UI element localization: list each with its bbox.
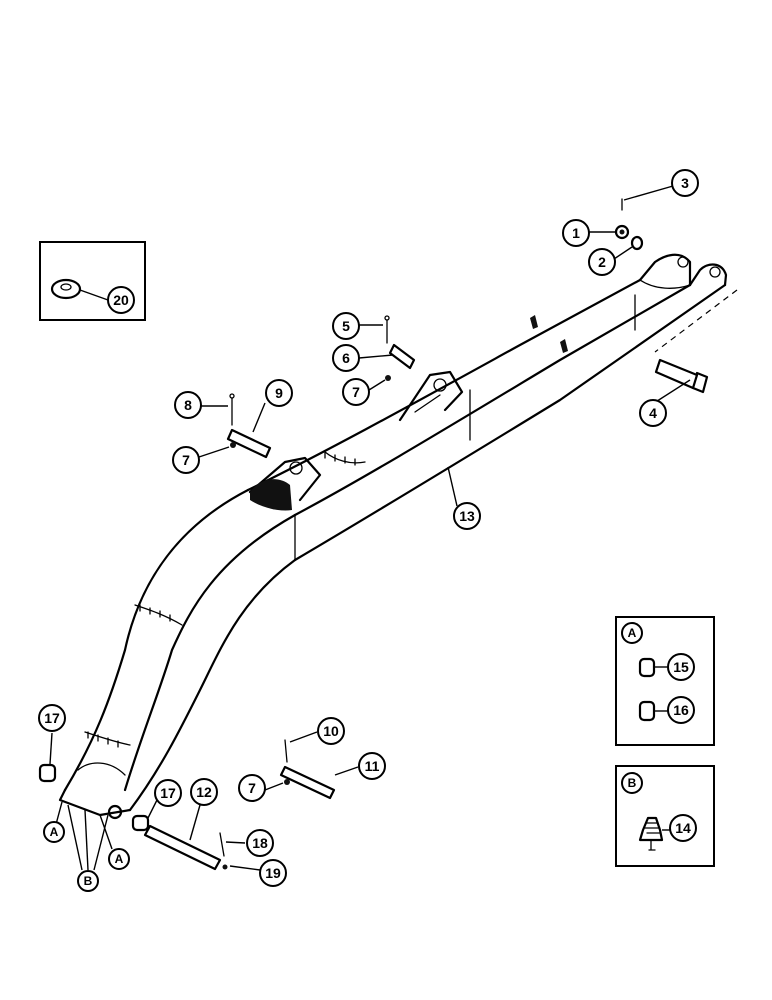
part-6-pin [388, 343, 416, 370]
callout-17b: 17 [154, 779, 182, 807]
callout-12: 12 [190, 778, 218, 806]
svg-text:2: 2 [598, 254, 606, 270]
svg-text:B: B [628, 776, 637, 790]
callout-1: 1 [562, 219, 590, 247]
part-11-pin [279, 765, 336, 800]
svg-text:3: 3 [681, 175, 689, 191]
part-5-bolt [384, 315, 390, 344]
part-2-washer [630, 235, 644, 251]
callout-20: 20 [107, 286, 135, 314]
callout-8: 8 [174, 391, 202, 419]
part-4-pin [654, 358, 709, 394]
part-7a-grease [385, 375, 391, 381]
zone-label-a-right: A [108, 848, 130, 870]
svg-text:5: 5 [342, 318, 350, 334]
boom [58, 253, 728, 820]
svg-text:16: 16 [673, 702, 689, 718]
svg-text:8: 8 [184, 397, 192, 413]
part-17b-bushing [131, 814, 150, 832]
svg-text:19: 19 [265, 865, 281, 881]
part-7c-grease [284, 779, 290, 785]
svg-text:10: 10 [323, 723, 339, 739]
callout-18: 18 [246, 829, 274, 857]
callout-6: 6 [332, 344, 360, 372]
svg-text:1: 1 [572, 225, 580, 241]
svg-text:7: 7 [352, 384, 360, 400]
detail-a-label: A [621, 622, 643, 644]
part-7b-grease [230, 442, 236, 448]
detail-b-label: B [621, 772, 643, 794]
detail-box-b [615, 765, 715, 867]
part-8-bolt [229, 393, 235, 426]
callout-7b: 7 [172, 446, 200, 474]
callout-7c: 7 [238, 774, 266, 802]
callout-5: 5 [332, 312, 360, 340]
part-19-nut [222, 864, 228, 870]
zone-label-b: B [77, 870, 99, 892]
part-10-bolt [284, 739, 288, 763]
callout-11: 11 [358, 752, 386, 780]
callout-2: 2 [588, 248, 616, 276]
part-18-bolt [219, 832, 225, 857]
svg-text:4: 4 [649, 405, 657, 421]
zone-label-a-left: A [43, 821, 65, 843]
part-17a-bushing [38, 763, 57, 783]
callout-3: 3 [671, 169, 699, 197]
svg-text:14: 14 [675, 820, 691, 836]
svg-text:20: 20 [113, 292, 129, 308]
svg-text:18: 18 [252, 835, 268, 851]
callout-15: 15 [667, 653, 695, 681]
svg-text:15: 15 [673, 659, 689, 675]
svg-text:A: A [50, 825, 59, 839]
svg-text:6: 6 [342, 350, 350, 366]
svg-text:17: 17 [160, 785, 176, 801]
part-9-pin [226, 428, 272, 459]
svg-text:B: B [84, 874, 93, 888]
callout-13: 13 [453, 502, 481, 530]
part-1-nut [614, 224, 630, 240]
svg-text:11: 11 [365, 758, 380, 774]
svg-text:17: 17 [44, 710, 60, 726]
part-12-pin [143, 824, 222, 871]
svg-text:7: 7 [248, 780, 256, 796]
svg-text:12: 12 [196, 784, 212, 800]
callout-14: 14 [669, 814, 697, 842]
callout-17a: 17 [38, 704, 66, 732]
callout-9: 9 [265, 379, 293, 407]
svg-text:13: 13 [459, 508, 475, 524]
callout-16: 16 [667, 696, 695, 724]
callout-4: 4 [639, 399, 667, 427]
svg-text:A: A [115, 852, 124, 866]
svg-text:9: 9 [275, 385, 283, 401]
callout-10: 10 [317, 717, 345, 745]
callout-19: 19 [259, 859, 287, 887]
svg-text:7: 7 [182, 452, 190, 468]
callout-7a: 7 [342, 378, 370, 406]
svg-text:A: A [628, 626, 637, 640]
